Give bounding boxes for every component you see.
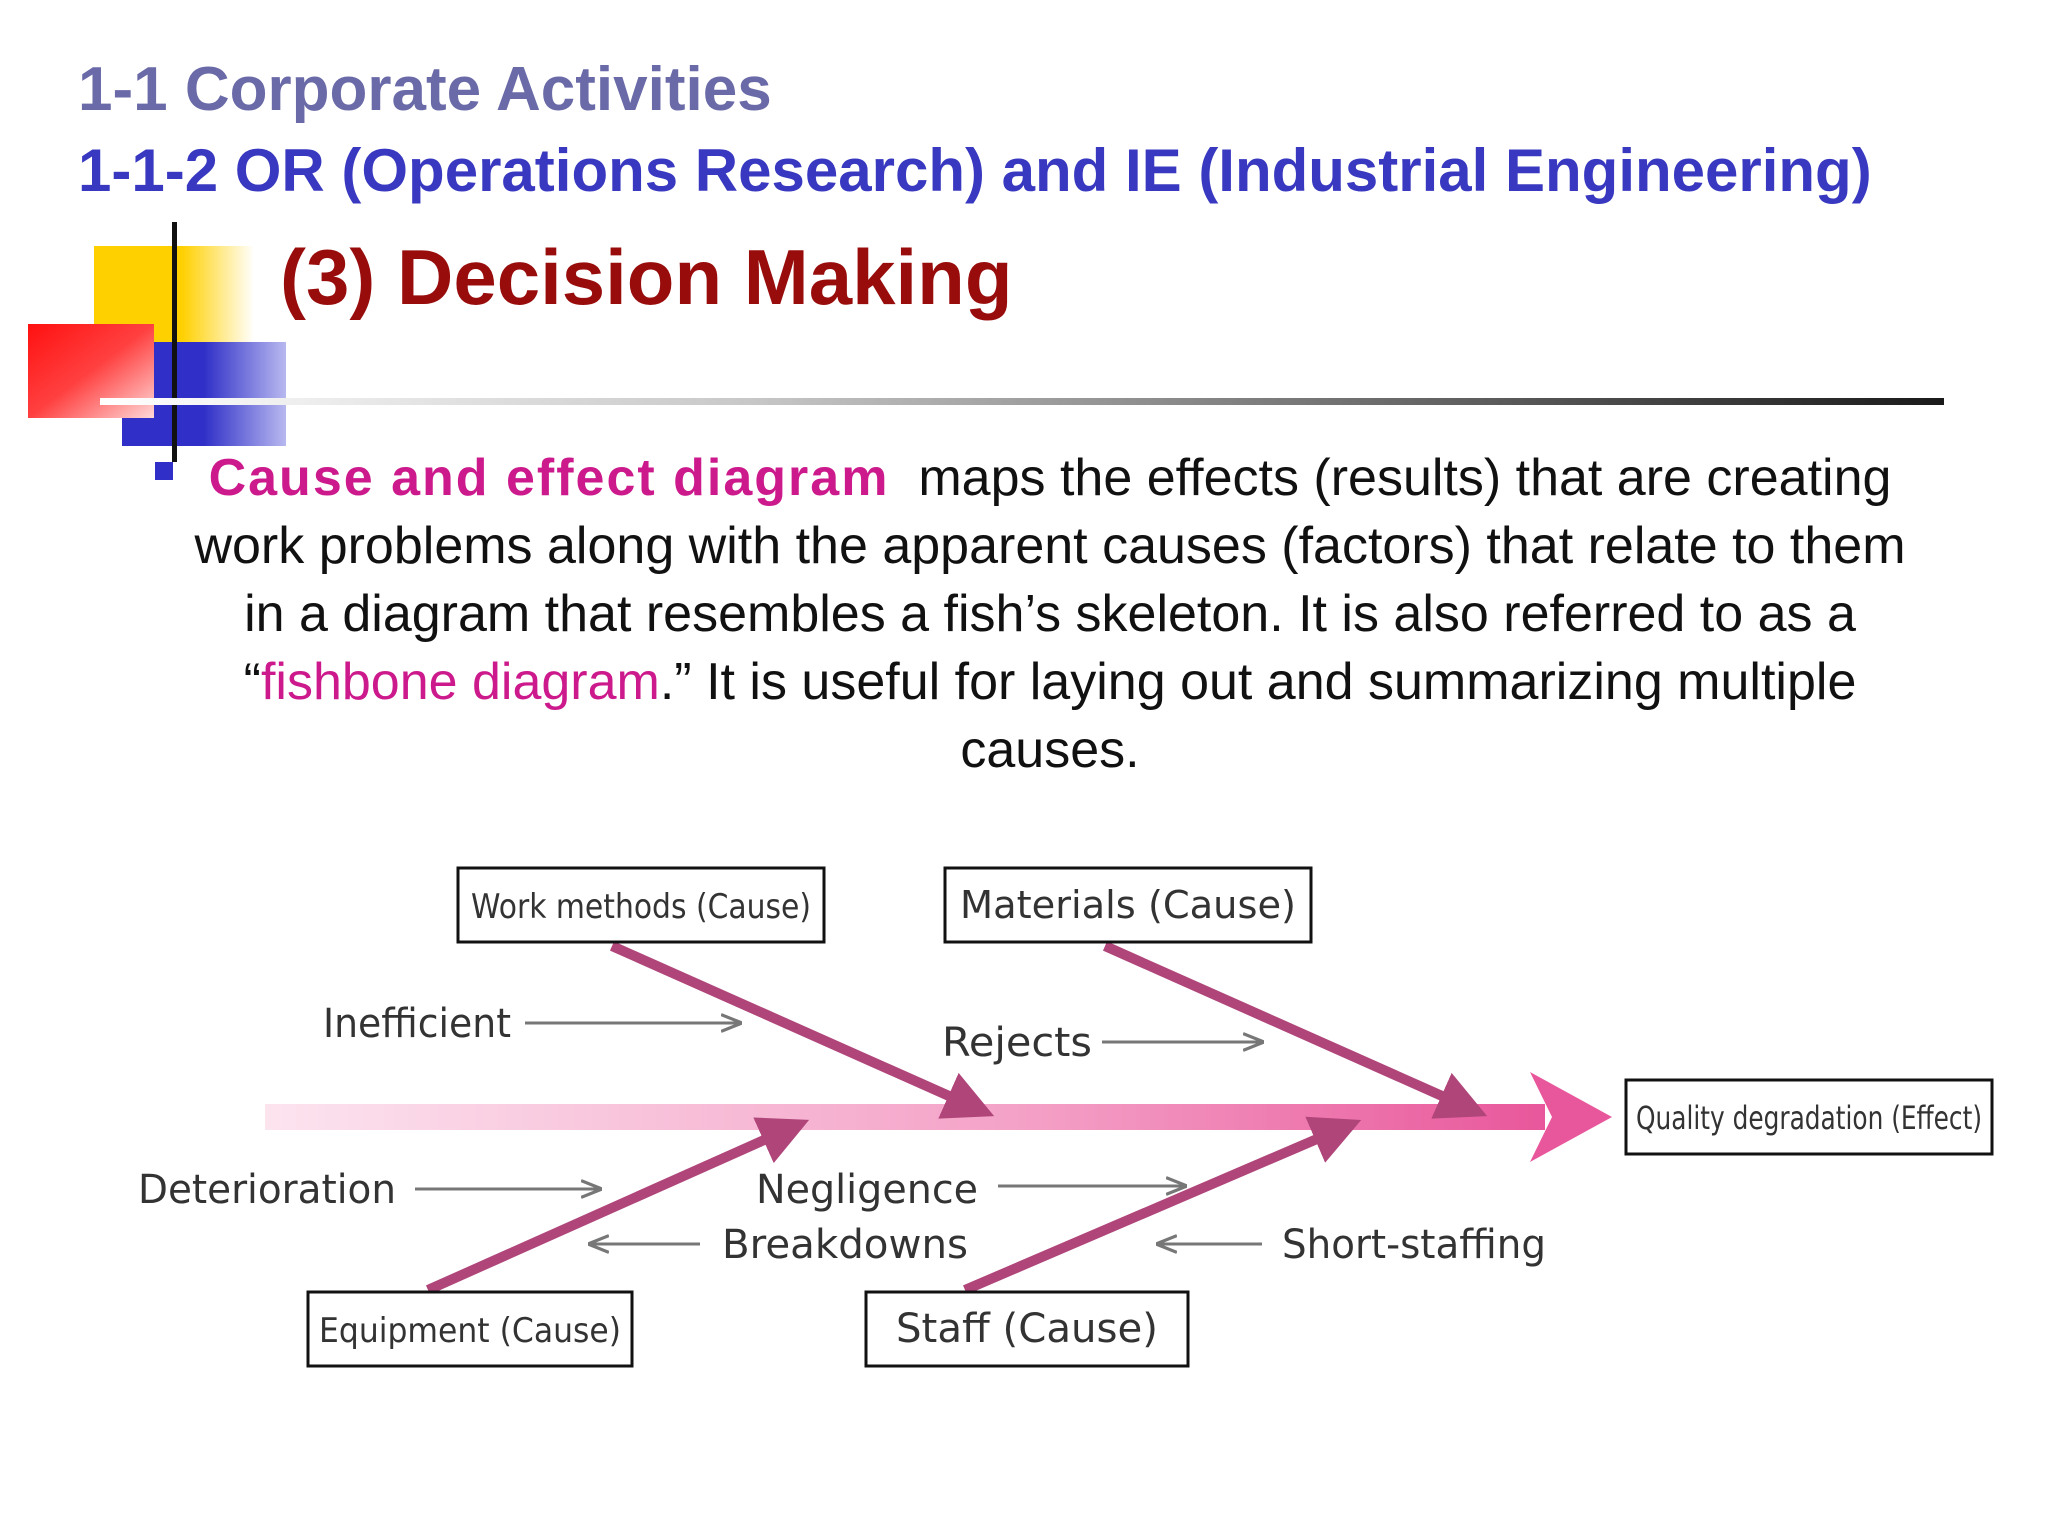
effect-box: [1624, 1078, 1994, 1156]
bone-work-methods: [609, 941, 995, 1119]
factor-label-negligence: Negligence: [756, 1167, 978, 1213]
cause-label-equipment: Equipment (Cause): [319, 1311, 621, 1351]
title-decoration: [28, 222, 1944, 462]
cause-box-staff: [864, 1290, 1190, 1368]
effect-label: Quality degradation (Effect): [1636, 1099, 1982, 1137]
fishbone-spine-head: [1530, 1072, 1612, 1162]
bone-equipment: [425, 1117, 810, 1295]
section-heading: (3) Decision Making: [280, 233, 1013, 321]
cause-label-staff: Staff (Cause): [896, 1306, 1158, 1352]
factor-label-deterioration: Deterioration: [138, 1167, 396, 1213]
cause-box-work-methods: [456, 866, 826, 944]
bone-materials: [1102, 941, 1488, 1119]
cause-box-materials: [943, 866, 1313, 944]
term-highlight: Cause and effect diagram: [208, 449, 890, 507]
fishbone-highlight: fishbone diagram: [260, 653, 660, 711]
factor-label-inefficient: Inefficient: [323, 1001, 511, 1047]
factor-label-breakdowns: Breakdowns: [722, 1222, 968, 1268]
bullet-marker: [155, 462, 173, 480]
bone-staff: [963, 1116, 1362, 1295]
factor-label-rejects: Rejects: [942, 1020, 1092, 1066]
factor-label-short-staffing: Short-staffing: [1282, 1222, 1546, 1268]
fishbone-diagram: Work methods (Cause) Materials (Cause) E…: [138, 866, 1994, 1368]
cause-box-equipment: [306, 1290, 634, 1368]
deco-vertical-line: [172, 222, 177, 462]
body-paragraph: Cause and effect diagram maps the effect…: [190, 444, 1910, 784]
body-text-1: maps the effects (results) that are crea…: [194, 449, 1906, 711]
cause-label-materials: Materials (Cause): [960, 883, 1296, 927]
deco-horizontal-rule: [100, 398, 1944, 405]
deco-blue-block-right: [204, 342, 286, 446]
cause-label-work-methods: Work methods (Cause): [471, 887, 811, 927]
page-title: 1-1 Corporate Activities: [78, 55, 772, 124]
fishbone-spine: [265, 1104, 1545, 1130]
page-subtitle: 1-1-2 OR (Operations Research) and IE (I…: [78, 137, 1872, 204]
body-text-2: .” It is useful for laying out and summa…: [659, 653, 1857, 779]
